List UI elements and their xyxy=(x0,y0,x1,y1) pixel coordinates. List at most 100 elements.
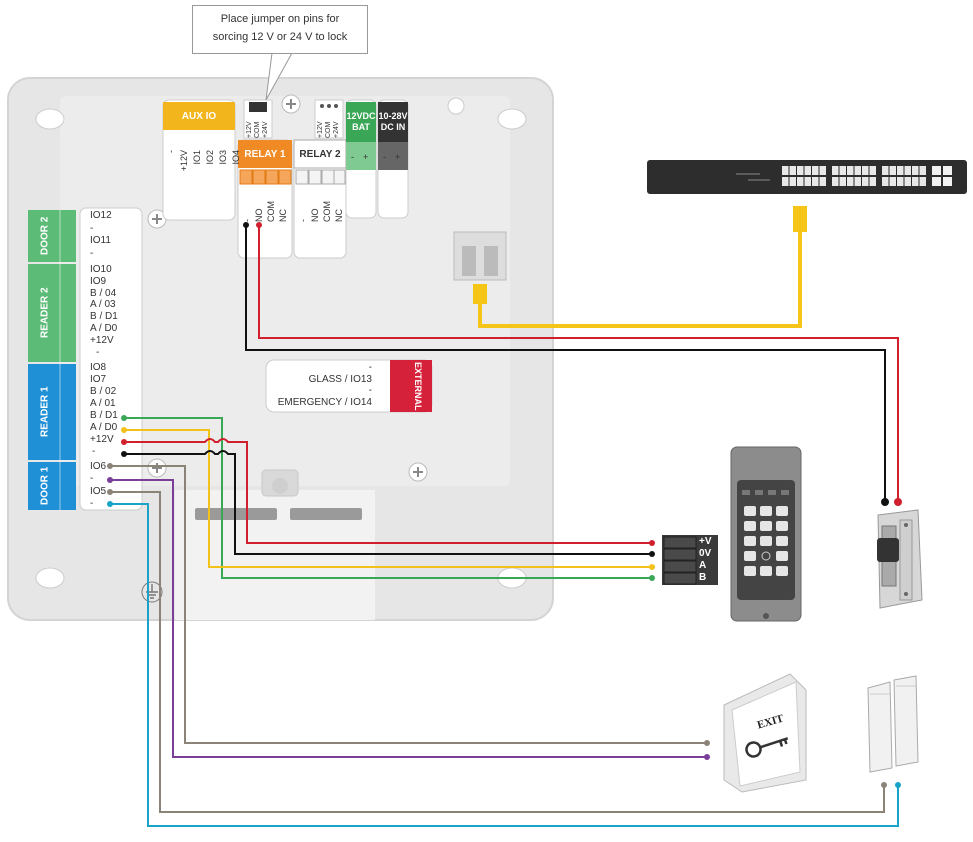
keypad-key xyxy=(744,536,756,546)
wire-end-dot xyxy=(895,782,901,788)
switch-ports xyxy=(782,166,952,186)
dcin-connector-body xyxy=(378,142,408,170)
bat-pin-label: + xyxy=(363,152,369,162)
contactless-icon xyxy=(761,551,771,561)
switch-port xyxy=(819,177,826,186)
switch-port xyxy=(804,177,811,186)
keypad-status-icon xyxy=(768,490,776,495)
pin-label: - xyxy=(368,385,372,396)
relay2-pin-label: COM xyxy=(322,201,332,222)
pin-label: A / D0 xyxy=(90,422,118,433)
switch-uplink-port xyxy=(943,177,952,186)
aux-io-connector xyxy=(163,102,235,130)
reader2-pin-labels: IO10 IO9 B / 04 A / 03 B / D1 A / D0 +12… xyxy=(90,264,118,358)
wire-reader-red xyxy=(124,438,652,544)
relay1-jumper-pin-labels: +12V COM +24V xyxy=(246,112,269,138)
keypad-status-icon xyxy=(742,490,750,495)
jumper-pin-label: COM xyxy=(254,121,261,138)
mount-hole-top-center xyxy=(447,97,465,115)
wire-door1-cyan-monitor xyxy=(110,503,899,827)
pin-label: - xyxy=(368,362,372,373)
door2-pin-labels: IO12 - IO11 - xyxy=(90,210,112,260)
wire-relay1-no-red xyxy=(258,225,899,502)
pin-label: GLASS / IO13 xyxy=(308,373,372,385)
board-slot-right xyxy=(290,508,362,520)
pin-label: IO6 xyxy=(90,461,107,472)
reader2-label: READER 2 xyxy=(39,287,51,339)
pin-label: IO10 xyxy=(90,264,112,275)
external-label: EXTERNAL xyxy=(404,360,432,412)
reader1-connector xyxy=(28,364,76,460)
keypad-key xyxy=(776,566,788,576)
aux-pin-label: IO3 xyxy=(218,150,228,165)
wire-end-dot xyxy=(881,782,887,788)
switch-port xyxy=(789,166,796,175)
dcin-pin-label: + xyxy=(395,152,401,162)
switch-port xyxy=(832,166,839,175)
switch-port xyxy=(862,166,869,175)
screw-icon xyxy=(147,458,167,478)
wire-end-dot xyxy=(649,540,655,546)
jumper-pin-label: +24V xyxy=(333,121,340,138)
switch-port xyxy=(812,177,819,186)
keypad-key xyxy=(776,551,788,561)
aux-pin-labels: - +12V IO1 IO2 IO3 IO4 xyxy=(166,150,241,186)
keypad-status-icon xyxy=(781,490,789,495)
switch-port xyxy=(882,166,889,175)
wire-door1-gray-monitor xyxy=(110,491,885,813)
pin-label: IO8 xyxy=(90,362,107,373)
keypad-key xyxy=(776,506,788,516)
door1-pin-labels: IO6 - IO5 - xyxy=(90,461,106,510)
pin-label: - xyxy=(90,497,94,509)
dcin-label: 10-28V DC IN xyxy=(378,102,408,142)
switch-port xyxy=(782,177,789,186)
pin-label: - xyxy=(92,446,96,457)
switch-port xyxy=(847,166,854,175)
bat-connector-body xyxy=(346,142,376,170)
pin-label: IO5 xyxy=(90,485,107,497)
bat-pin-labels: - + xyxy=(351,152,368,162)
switch-port xyxy=(889,166,896,175)
wire-end-dot xyxy=(107,463,113,469)
external-pin-labels: - GLASS / IO13 - EMERGENCY / IO14 xyxy=(270,362,372,408)
electric-strike-lock xyxy=(877,509,923,609)
relay2-jumper-pin-labels: +12V COM +24V xyxy=(317,112,340,138)
wire-end-dot xyxy=(649,551,655,557)
pin-label: +12V xyxy=(90,334,114,346)
switch-port xyxy=(897,177,904,186)
switch-uplink-port xyxy=(932,166,941,175)
relay2-label: RELAY 2 xyxy=(299,148,341,160)
relay1-pin-label: NC xyxy=(278,209,288,222)
wire-end-dot xyxy=(881,498,889,506)
aux-pin-label: IO1 xyxy=(192,150,202,165)
exit-button xyxy=(723,673,807,793)
mount-hole-top-left xyxy=(35,108,65,130)
key-icon xyxy=(745,737,789,758)
terminal-label: +V xyxy=(699,536,712,547)
switch-port xyxy=(782,166,789,175)
dcin-label-line2: DC IN xyxy=(380,122,406,132)
wire-end-dot xyxy=(107,501,113,507)
switch-port xyxy=(832,177,839,186)
door-monitor-sensor xyxy=(867,675,919,773)
screw-icon xyxy=(408,462,428,482)
pin-label: A / D0 xyxy=(90,322,118,334)
relay2-pin-labels: - NO COM NC xyxy=(298,188,344,222)
reader1-label: READER 1 xyxy=(39,386,51,438)
terminal-label: A xyxy=(699,560,707,571)
wire-end-dot xyxy=(121,439,127,445)
switch-port xyxy=(797,177,804,186)
ethernet-port-inner-left xyxy=(462,246,476,276)
switch-port xyxy=(919,177,926,186)
door2-connector xyxy=(28,210,76,262)
ground-icon xyxy=(141,581,163,603)
wire-end-dot xyxy=(121,427,127,433)
ethernet-port-inner-right xyxy=(484,246,498,276)
switch-led-lines xyxy=(736,173,770,181)
relay1-jumper xyxy=(249,102,267,112)
switch-port xyxy=(889,177,896,186)
left-io-panel xyxy=(79,207,143,511)
reader-terminal-labels: +V 0V A B xyxy=(699,536,712,584)
relay1-pin-label: NO xyxy=(254,208,264,223)
